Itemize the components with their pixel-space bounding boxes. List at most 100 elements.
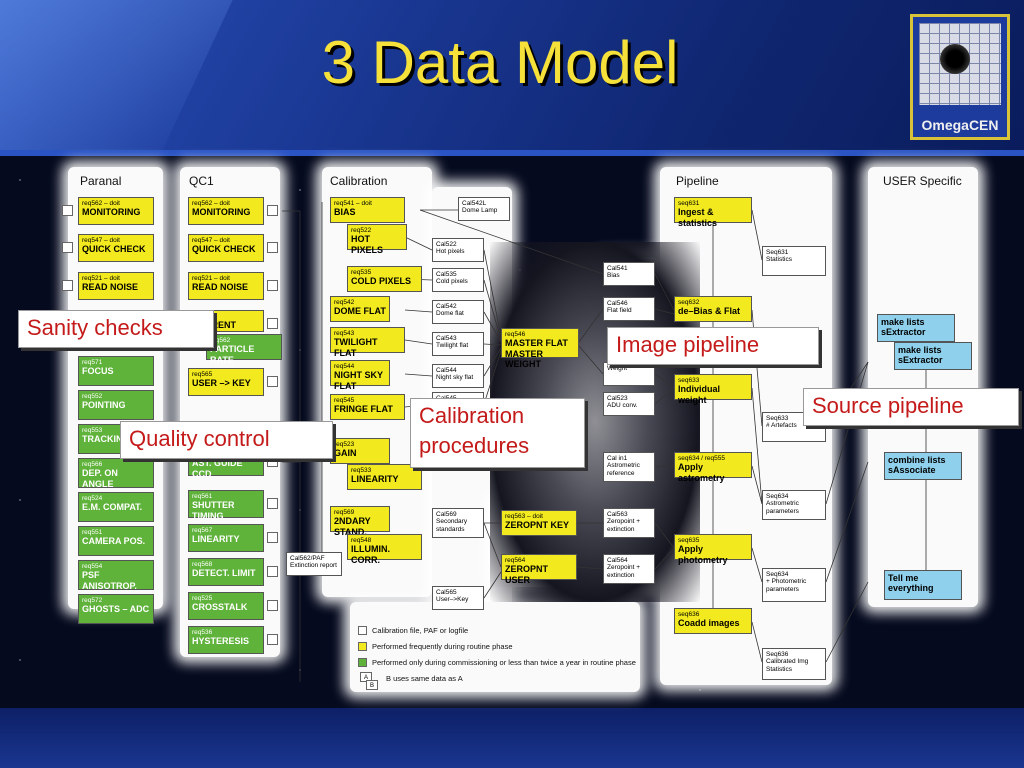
req-name: + Photometric parameters xyxy=(766,578,807,593)
req-id: req547 – doit xyxy=(192,237,230,244)
checkbox-marker xyxy=(267,498,278,509)
connector-line xyxy=(751,387,763,505)
req-name: Astrometric parameters xyxy=(766,500,799,515)
req-name: Twilight flat xyxy=(436,342,469,350)
req-name-2: sExtractor xyxy=(898,355,943,366)
req-id: req551 xyxy=(82,529,103,536)
req-name: # Artefacts xyxy=(766,422,797,430)
req-id: req524 xyxy=(82,495,103,502)
connector-line xyxy=(483,279,502,341)
req-id: seq635 xyxy=(678,537,700,544)
checkbox-marker xyxy=(62,242,73,253)
req-name: DOME FLAT xyxy=(334,306,386,317)
connector-line xyxy=(751,547,763,583)
data-model-diagram: Paranal QC1 Calibration Pipeline USER Sp… xyxy=(60,162,985,698)
connector-line xyxy=(751,621,763,663)
req-id: seq633 xyxy=(678,377,700,384)
connector-line xyxy=(483,343,502,346)
req-name: Statistics xyxy=(766,256,793,264)
req-name: BIAS xyxy=(334,207,356,218)
req-id: Cal563 xyxy=(607,511,628,518)
req-id: req521 – doit xyxy=(192,275,230,282)
req-id: req553 xyxy=(82,427,103,434)
col-head-user: USER Specific xyxy=(883,174,962,188)
connector-line xyxy=(483,350,502,405)
req-name: MONITORING xyxy=(82,207,141,218)
req-id: Cal in1 xyxy=(607,455,628,462)
req-id: Cal546 xyxy=(607,300,628,307)
req-id: Cal541 xyxy=(607,265,628,272)
slide-title: 3 Data Model xyxy=(321,29,679,96)
req-id: seq631 xyxy=(678,200,700,207)
header-divider xyxy=(0,150,1024,156)
connector-line xyxy=(404,309,433,313)
connector-line xyxy=(578,308,604,343)
connector-line xyxy=(404,339,433,345)
checkbox-marker xyxy=(267,318,278,329)
pipeline-seq-output: Seq634+ Photometric parameters xyxy=(762,568,826,602)
req-name: DEP. ON ANGLE xyxy=(82,468,118,489)
req-name: Bias xyxy=(607,272,620,280)
omegacen-logo: OmegaCEN xyxy=(910,14,1010,140)
req-name: TWILIGHT FLAT xyxy=(334,337,378,358)
req-name: PSF ANISOTROP. xyxy=(82,570,137,591)
callout-quality-control: Quality control xyxy=(120,421,333,459)
req-name: CAMERA POS. xyxy=(82,536,146,547)
callout-source-pipeline: Source pipeline xyxy=(803,388,1019,426)
req-name: GHOSTS – ADC xyxy=(82,604,150,615)
req-name: make lists xyxy=(881,317,925,327)
connector-line xyxy=(654,387,675,405)
req-name: CURRENT xyxy=(192,320,236,331)
req-name: Astrometric reference xyxy=(607,462,640,477)
checkbox-marker xyxy=(62,205,73,216)
legend-label: Calibration file, PAF or logfile xyxy=(372,626,469,635)
connector-line xyxy=(483,347,502,377)
req-id: req562 – doit xyxy=(192,200,230,207)
req-id: req562 xyxy=(210,337,231,344)
legend-label: Performed frequently during routine phas… xyxy=(372,642,513,651)
connector-line xyxy=(483,571,502,599)
req-name: Dome flat xyxy=(436,310,464,318)
req-id: req522 xyxy=(351,227,372,234)
checkbox-marker xyxy=(267,634,278,645)
connector-line xyxy=(483,311,502,343)
req-name: COLD PIXELS xyxy=(351,276,412,287)
req-id: Seq634 xyxy=(766,571,789,578)
req-id: req521 – doit xyxy=(82,275,120,282)
req-id: Cal543 xyxy=(436,335,457,342)
req-id: req554 xyxy=(82,563,103,570)
req-id: req552 xyxy=(82,393,103,400)
req-id: req561 xyxy=(192,493,213,500)
req-name: QUICK CHECK xyxy=(82,244,146,255)
req-name: User–>Key xyxy=(436,596,469,604)
connector-line xyxy=(751,465,763,505)
req-name: ZEROPNT USER xyxy=(505,564,549,585)
req-id: req541 – doit xyxy=(334,200,372,207)
req-name-2: MASTER WEIGHT xyxy=(505,348,543,370)
req-id: req523 xyxy=(334,441,355,448)
col-head-pipeline: Pipeline xyxy=(676,174,719,188)
req-id: Cal535 xyxy=(436,271,457,278)
req-id: req563 – doit xyxy=(505,513,543,520)
